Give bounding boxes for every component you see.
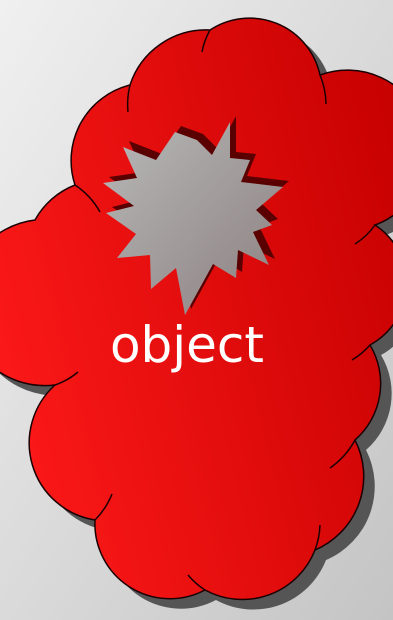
shape-label: object: [110, 316, 264, 374]
